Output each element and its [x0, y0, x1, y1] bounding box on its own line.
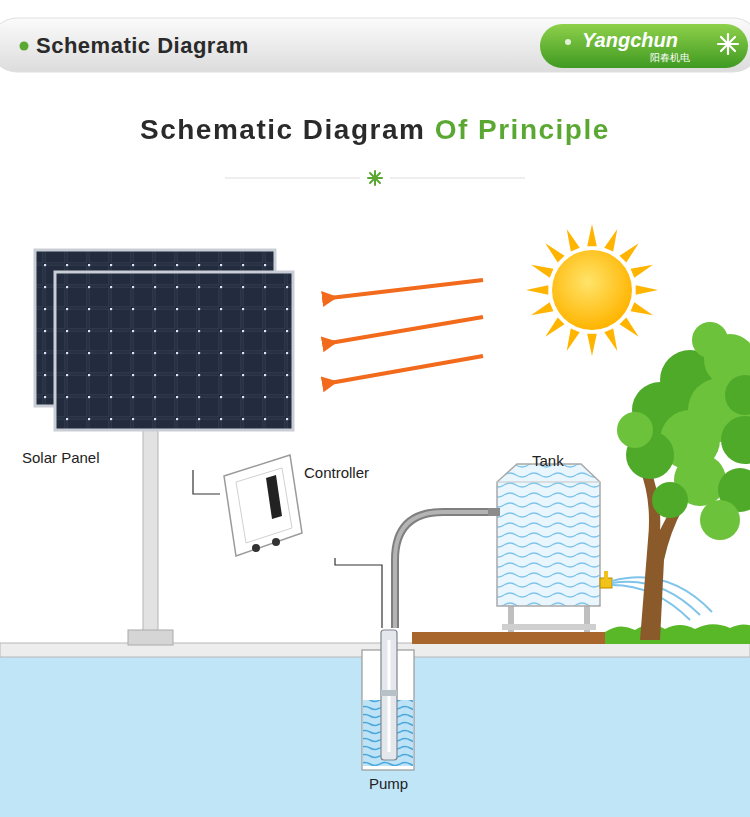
sun	[526, 224, 658, 356]
title-divider	[225, 178, 360, 179]
sun-ray	[545, 318, 564, 337]
tree-leaves	[692, 322, 728, 358]
ground	[0, 645, 750, 817]
header-bar	[0, 18, 750, 72]
power-wire	[193, 470, 220, 494]
tree-leaves	[617, 412, 653, 448]
logo-badge	[565, 39, 571, 45]
water-pipe	[395, 512, 488, 628]
controller-device	[266, 475, 282, 519]
sun-ray	[620, 243, 639, 262]
solar-panel-label: Solar Panel	[22, 449, 100, 466]
sun-ray	[631, 265, 653, 278]
logo-badge	[540, 24, 748, 68]
title-divider	[370, 173, 380, 183]
tree-leaves	[725, 375, 750, 415]
sun-ray	[620, 318, 639, 337]
ground	[0, 624, 750, 817]
header-label: Schematic Diagram	[36, 33, 249, 59]
controller-node: Controller	[220, 450, 390, 558]
sun-ray	[526, 285, 548, 295]
sunlight-arrows	[330, 280, 483, 298]
ground	[605, 624, 750, 644]
title-divider	[368, 171, 382, 185]
logo-badge	[718, 34, 738, 54]
logo-badge	[721, 37, 735, 51]
sun-ray	[531, 302, 553, 315]
water-tank	[600, 578, 612, 588]
tree	[617, 322, 750, 540]
sun	[552, 250, 632, 330]
sunlight-arrows	[330, 356, 483, 383]
water-tank	[488, 464, 712, 632]
tree	[617, 322, 750, 640]
solar-panels	[143, 420, 158, 632]
solar-panels	[128, 630, 173, 645]
sun	[526, 224, 658, 356]
pump-body	[381, 630, 397, 760]
sun-ray	[567, 329, 580, 351]
sun-ray	[531, 265, 553, 278]
water-tank	[497, 464, 600, 606]
diagram-title: Schematic Diagram Of Principle	[140, 114, 610, 146]
water-tank-node: Tank	[488, 446, 608, 610]
header-bar	[0, 18, 750, 72]
sun-ray	[636, 285, 658, 295]
logo-text: Yangchun	[582, 29, 678, 52]
sun-ray	[604, 329, 617, 351]
water-tank	[488, 508, 500, 516]
tree-leaves	[721, 416, 750, 464]
solar-panels	[35, 250, 293, 645]
controller-label: Controller	[304, 464, 369, 481]
tree-leaves	[700, 500, 740, 540]
solar-panels	[55, 272, 293, 430]
logo-badge	[721, 37, 735, 51]
controller-device	[272, 538, 280, 546]
water-tank	[502, 624, 596, 630]
sun-ray	[567, 229, 580, 251]
sun-ray	[587, 224, 597, 246]
power-wire	[193, 470, 220, 494]
logo-subtext: 阳春机电	[650, 51, 690, 65]
sun-ray	[631, 302, 653, 315]
title-divider	[370, 173, 380, 183]
water-pipe	[395, 512, 488, 628]
controller-device	[224, 455, 302, 556]
solar-panel-node: Solar Panel	[18, 246, 298, 470]
controller-device	[252, 544, 260, 552]
tree-leaves	[652, 482, 688, 518]
sun-ray	[545, 243, 564, 262]
controller-device	[236, 468, 292, 543]
pump-node: Pump	[364, 628, 414, 798]
water-tank	[604, 571, 608, 579]
controller-device	[224, 455, 302, 556]
logo-badge	[540, 24, 748, 68]
pump-body	[381, 630, 397, 760]
pump-label: Pump	[369, 775, 408, 792]
header-bar	[20, 42, 29, 51]
water-pipe	[395, 512, 488, 628]
sunlight-arrows	[330, 317, 483, 343]
water-tank-label: Tank	[532, 452, 564, 469]
pump-body	[381, 690, 397, 696]
power-wire	[335, 558, 382, 628]
title-divider	[225, 171, 525, 185]
sun-ray	[587, 334, 597, 356]
water-tank	[497, 482, 600, 483]
power-wire	[335, 558, 382, 628]
sunlight-arrows	[330, 280, 483, 383]
title-divider	[390, 178, 525, 179]
sun-ray	[604, 229, 617, 251]
